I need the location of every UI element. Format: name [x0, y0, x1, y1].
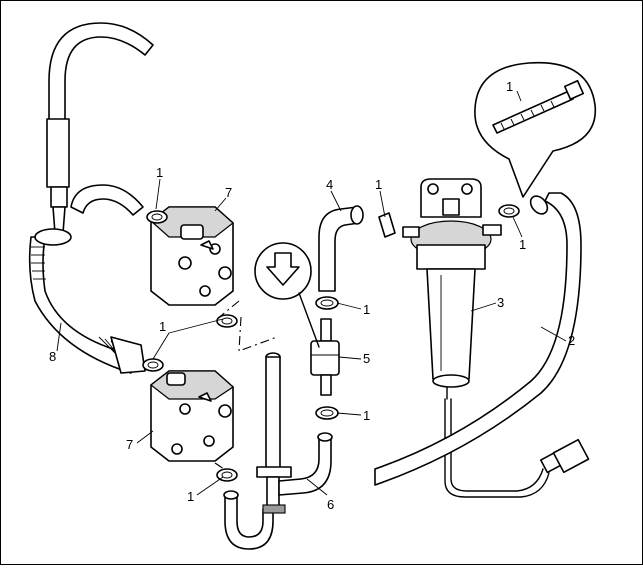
fuel-pump-upper [150, 206, 234, 306]
inline-filter [310, 318, 340, 396]
callout-inlet-hose: 4 [326, 177, 333, 192]
callout-pump-mid-clamp: 1 [159, 319, 166, 334]
clamp-separator-left [378, 212, 396, 238]
callout-exhaust-hose: 8 [49, 349, 56, 364]
callout-y-hose: 6 [327, 497, 334, 512]
y-hose-assembly [223, 352, 333, 550]
clamp-filter-lower [315, 406, 339, 420]
callout-separator-right-clamp: 1 [519, 237, 526, 252]
clamp-separator-right [498, 204, 520, 218]
exhaust-hose [28, 228, 146, 374]
zip-tie-detail [474, 61, 597, 198]
pump-arrow-mark [198, 392, 212, 402]
fuel-pump-lower [150, 370, 234, 462]
callout-fuel-hose: 2 [568, 333, 575, 348]
vent-hose [46, 22, 154, 234]
callout-pump-top-clamp: 1 [156, 165, 163, 180]
callout-water-separator: 3 [497, 295, 504, 310]
callout-filter-lower-clamp: 1 [363, 408, 370, 423]
callout-separator-left-clamp: 1 [375, 177, 382, 192]
inlet-hose [318, 205, 364, 292]
clamp-filter-upper [315, 296, 339, 310]
callout-pump-upper: 7 [225, 185, 232, 200]
clamp-hose-bend [142, 358, 164, 372]
fuel-hose [374, 192, 582, 486]
clamp-pump-top [146, 210, 168, 224]
callout-pump-lower: 7 [126, 437, 133, 452]
callout-pump-low-clamp: 1 [187, 489, 194, 504]
hose-clamps [142, 204, 520, 482]
pump-arrow-mark [200, 240, 214, 250]
sensor-wire [444, 398, 590, 498]
water-separator [402, 178, 502, 400]
pump-elbow-hose [70, 184, 144, 216]
callout-filter-upper-clamp: 1 [363, 302, 370, 317]
leader-lines [56, 90, 567, 496]
callout-inline-filter: 5 [363, 351, 370, 366]
clamp-pump-mid [216, 314, 238, 328]
down-arrow-icon [266, 252, 300, 286]
callout-zip-tie: 1 [506, 79, 513, 94]
flow-direction-callout [254, 242, 320, 348]
callout-labels: 1 1 7 4 1 1 1 1 5 1 3 2 8 7 1 6 [49, 79, 575, 512]
